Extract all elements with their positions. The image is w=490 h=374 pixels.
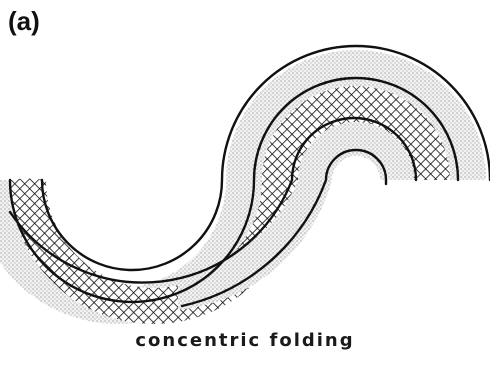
crosshatched-layer-left-tail: [10, 178, 46, 180]
figure-caption: concentric folding: [0, 330, 490, 351]
